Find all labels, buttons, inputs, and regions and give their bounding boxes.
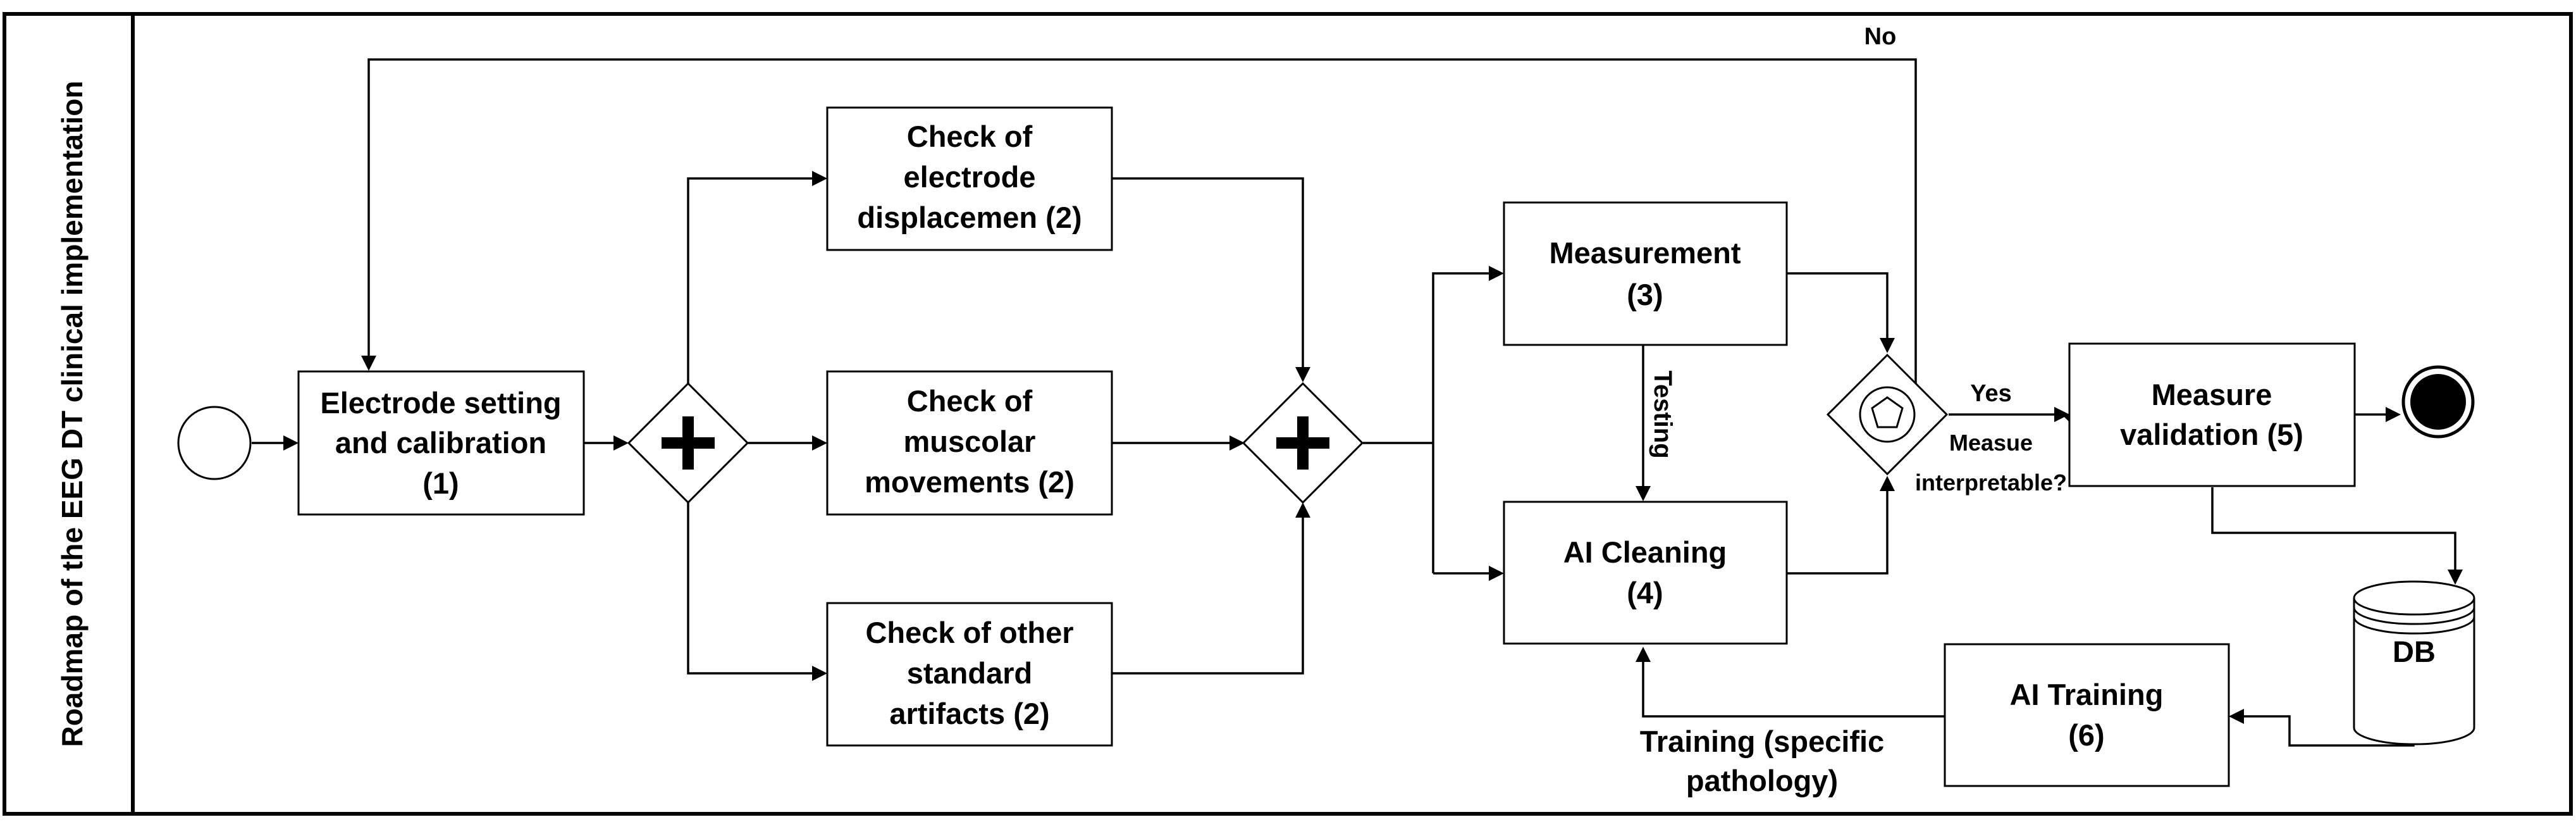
arrowhead <box>1295 502 1310 518</box>
task-label-line: movements (2) <box>865 465 1075 499</box>
task-electrode-setting: Electrode setting and calibration (1) <box>297 370 585 516</box>
arrowhead <box>283 435 299 451</box>
plus-icon <box>662 416 715 470</box>
arrowhead <box>1489 266 1504 281</box>
flow-join-to-measurement <box>1432 272 1500 573</box>
task-label-line: (1) <box>422 466 459 500</box>
gateway-question-line: Measue <box>1949 430 2033 456</box>
task-label-line: artifacts (2) <box>889 697 1049 730</box>
pool-label: Roadmap of the EEG DT clinical implement… <box>56 80 89 747</box>
sequence-flows <box>252 58 2463 747</box>
task-label-line: AI Training <box>2010 678 2164 711</box>
task-label-line: muscolar <box>904 425 1036 458</box>
flow-no-loop <box>367 58 1917 386</box>
flow-cleaning-to-decision <box>1787 480 1889 575</box>
task-check-electrode-displacement: Check of electrode displacemen (2) <box>826 106 1113 251</box>
parallel-gateway-join <box>1242 382 1364 504</box>
task-label-line: Check of other <box>865 616 1073 649</box>
arrowhead <box>1489 566 1504 581</box>
task-label-line: validation (5) <box>2120 418 2303 451</box>
arrowhead <box>812 171 827 186</box>
task-ai-cleaning: AI Cleaning (4) <box>1503 501 1788 645</box>
task-label-line: Measurement <box>1550 236 1741 270</box>
flow-training-to-cleaning <box>1642 651 1945 718</box>
gateway-ring-icon <box>1859 386 1916 443</box>
task-label-line: (4) <box>1627 576 1663 609</box>
task-label-line: displacemen (2) <box>857 201 1082 234</box>
task-measure-validation: Measure validation (5) <box>2068 342 2356 487</box>
task-label-line: standard <box>907 656 1033 690</box>
gateway-question-line: interpretable? <box>1915 470 2067 496</box>
edge-label-yes: Yes <box>1970 380 2012 407</box>
task-label-line: electrode <box>904 160 1036 194</box>
task-ai-training: AI Training (6) <box>1944 643 2230 787</box>
edge-label-training-line: Training (specific <box>1640 725 1885 758</box>
task-label-line: (3) <box>1627 278 1663 311</box>
end-event <box>2401 365 2475 439</box>
task-measurement: Measurement (3) <box>1503 201 1788 346</box>
arrowhead <box>613 435 629 451</box>
flow-split-to-other <box>687 502 823 675</box>
arrowhead <box>2448 570 2463 585</box>
flow-split-to-displacement <box>687 177 823 385</box>
flow-displacement-to-join <box>1112 177 1304 378</box>
pool-frame <box>3 12 2573 816</box>
flow-measurement-to-decision <box>1787 272 1889 349</box>
task-label-line: and calibration <box>335 426 546 459</box>
task-label-line: AI Cleaning <box>1563 535 1727 569</box>
edge-label-training-line: pathology) <box>1686 764 1838 797</box>
task-label-line: (6) <box>2068 718 2104 752</box>
arrowhead <box>1636 647 1651 662</box>
task-label-line: Measure <box>2152 378 2272 411</box>
arrowhead <box>812 666 827 681</box>
flow-other-to-join <box>1112 506 1304 675</box>
arrowhead <box>1295 367 1310 382</box>
arrowhead <box>1636 486 1651 501</box>
edge-label-no: No <box>1864 23 1897 50</box>
parallel-gateway-split <box>627 382 749 504</box>
task-label-line: Check of <box>907 120 1033 153</box>
db-label: DB <box>2393 635 2436 668</box>
arrowhead <box>2054 407 2069 422</box>
task-check-muscolar-movements: Check of muscolar movements (2) <box>826 370 1113 516</box>
arrowhead <box>1880 476 1895 491</box>
pentagon-icon <box>1871 396 1904 428</box>
arrowhead <box>1229 435 1245 451</box>
arrowhead <box>812 435 827 451</box>
arrowhead <box>361 356 376 371</box>
db-datastore: DB <box>2353 580 2475 745</box>
edge-label-testing: Testing <box>1649 370 1677 458</box>
arrowhead <box>2386 407 2401 422</box>
flow-validation-to-db <box>2211 487 2456 581</box>
plus-icon <box>1276 416 1329 470</box>
task-check-other-artifacts: Check of other standard artifacts (2) <box>826 602 1113 747</box>
arrowhead <box>2229 709 2244 724</box>
task-label-line: Electrode setting <box>320 386 561 420</box>
task-label-line: Check of <box>907 384 1033 418</box>
arrowhead <box>1880 338 1895 353</box>
complex-gateway-decision <box>1826 353 1949 476</box>
start-event <box>177 406 252 480</box>
